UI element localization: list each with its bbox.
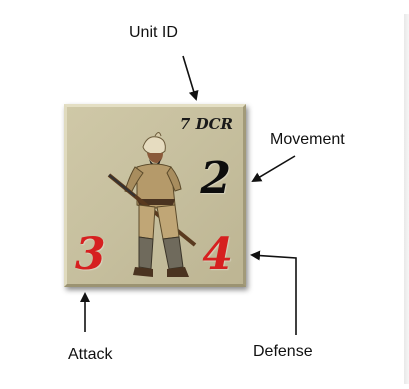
unit-id-arrow xyxy=(182,55,199,101)
movement-arrow xyxy=(251,155,296,183)
unit-counter[interactable]: 7 DCR 2 3 4 xyxy=(64,104,246,287)
attack-value: 3 xyxy=(75,229,106,280)
soldier-portrait xyxy=(107,132,197,277)
defense-value: 4 xyxy=(202,229,233,280)
attack-label: Attack xyxy=(68,346,113,363)
defense-arrow xyxy=(250,250,297,335)
movement-value: 2 xyxy=(200,153,231,204)
defense-label: Defense xyxy=(253,343,313,360)
unit-id-label: Unit ID xyxy=(129,24,178,41)
unit-id-value: 7 DCR xyxy=(179,115,233,133)
movement-label: Movement xyxy=(270,131,345,148)
